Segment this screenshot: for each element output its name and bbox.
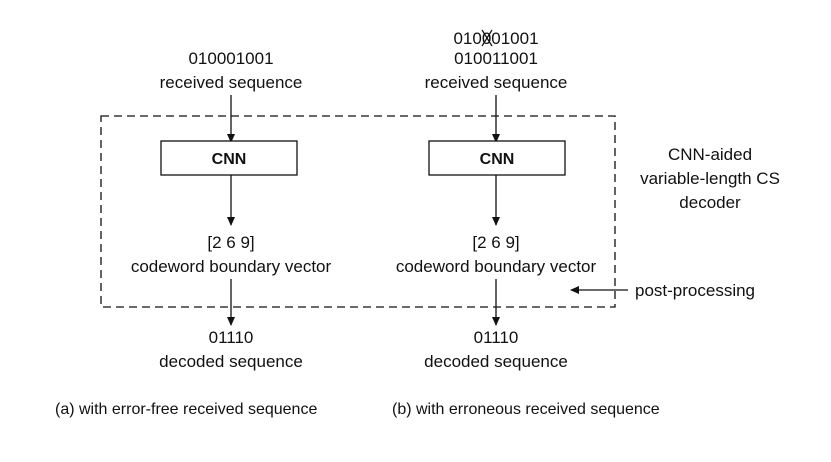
- decoder-boundary: [100, 115, 616, 308]
- a-vector-label: codeword boundary vector: [131, 257, 332, 276]
- a-caption: (a) with error-free received sequence: [55, 401, 317, 418]
- b-cnn-block: [428, 140, 566, 176]
- b-input-bits-original: 010001001: [453, 29, 538, 48]
- b-vector: [2 6 9]: [472, 233, 519, 252]
- b-input-bits: 010011001: [454, 49, 538, 68]
- a-output-bits: 01110: [209, 328, 254, 347]
- b-vector-label: codeword boundary vector: [396, 257, 597, 276]
- b-input-label: received sequence: [425, 73, 568, 92]
- a-cnn-label: CNN: [212, 151, 247, 168]
- b-cnn-label: CNN: [480, 151, 515, 168]
- post-processing-label: post-processing: [635, 281, 755, 300]
- b-output-label: decoded sequence: [424, 352, 568, 371]
- a-input-bits: 010001001: [188, 49, 273, 68]
- decoder-label-line1: CNN-aided: [668, 145, 752, 164]
- b-output-bits: 01110: [474, 328, 519, 347]
- b-error-cross-2: [481, 29, 493, 47]
- decoder-label-line2: variable-length CS: [640, 169, 780, 188]
- b-caption: (b) with erroneous received sequence: [392, 401, 660, 418]
- a-input-label: received sequence: [160, 73, 303, 92]
- a-cnn-block: [160, 140, 298, 176]
- a-vector: [2 6 9]: [207, 233, 254, 252]
- decoder-label-line3: decoder: [679, 193, 741, 212]
- a-output-label: decoded sequence: [159, 352, 303, 371]
